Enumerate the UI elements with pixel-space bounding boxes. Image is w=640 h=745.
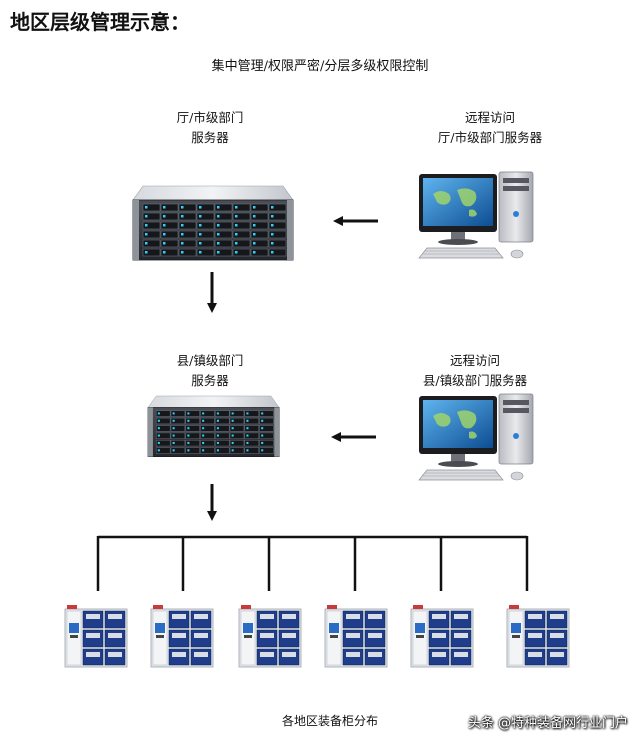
mid-server-label-line2: 服务器: [191, 373, 229, 388]
cabinet-distribution-caption: 各地区装备柜分布: [281, 714, 378, 728]
top-server-label-line2: 服务器: [191, 130, 229, 145]
mid-server-label-line1: 县/镇级部门: [176, 353, 244, 368]
mid-remote-label-line2: 县/镇级部门服务器: [422, 373, 528, 388]
mid-rack-server-icon: [148, 396, 279, 457]
distribution-bus: [96, 535, 529, 591]
top-server-label: 厅/市级部门 服务器: [130, 108, 290, 148]
mid-remote-label: 远程访问 县/镇级部门服务器: [375, 351, 575, 391]
equipment-cabinet-icon: [64, 604, 128, 668]
mid-desktop-computer-icon: [418, 393, 534, 481]
page-subtitle: 集中管理/权限严密/分层多级权限控制: [211, 59, 429, 74]
source-watermark: 头条 @特种装备网行业门户: [467, 716, 628, 731]
top-remote-label-line2: 厅/市级部门服务器: [437, 130, 543, 145]
equipment-cabinet-icon: [238, 604, 302, 668]
top-remote-label: 远程访问 厅/市级部门服务器: [390, 108, 590, 148]
top-rack-server-icon: [133, 186, 293, 260]
equipment-cabinet-icon: [150, 604, 214, 668]
top-desktop-computer-icon: [418, 171, 534, 259]
page-title: 地区层级管理示意：: [10, 10, 190, 34]
mid-server-label: 县/镇级部门 服务器: [130, 351, 290, 391]
mid-remote-label-line1: 远程访问: [449, 353, 500, 368]
top-server-label-line1: 厅/市级部门: [176, 110, 244, 125]
equipment-cabinet-icon: [324, 604, 388, 668]
top-remote-label-line1: 远程访问: [464, 110, 515, 125]
equipment-cabinet-icon: [506, 604, 570, 668]
equipment-cabinet-icon: [410, 604, 474, 668]
